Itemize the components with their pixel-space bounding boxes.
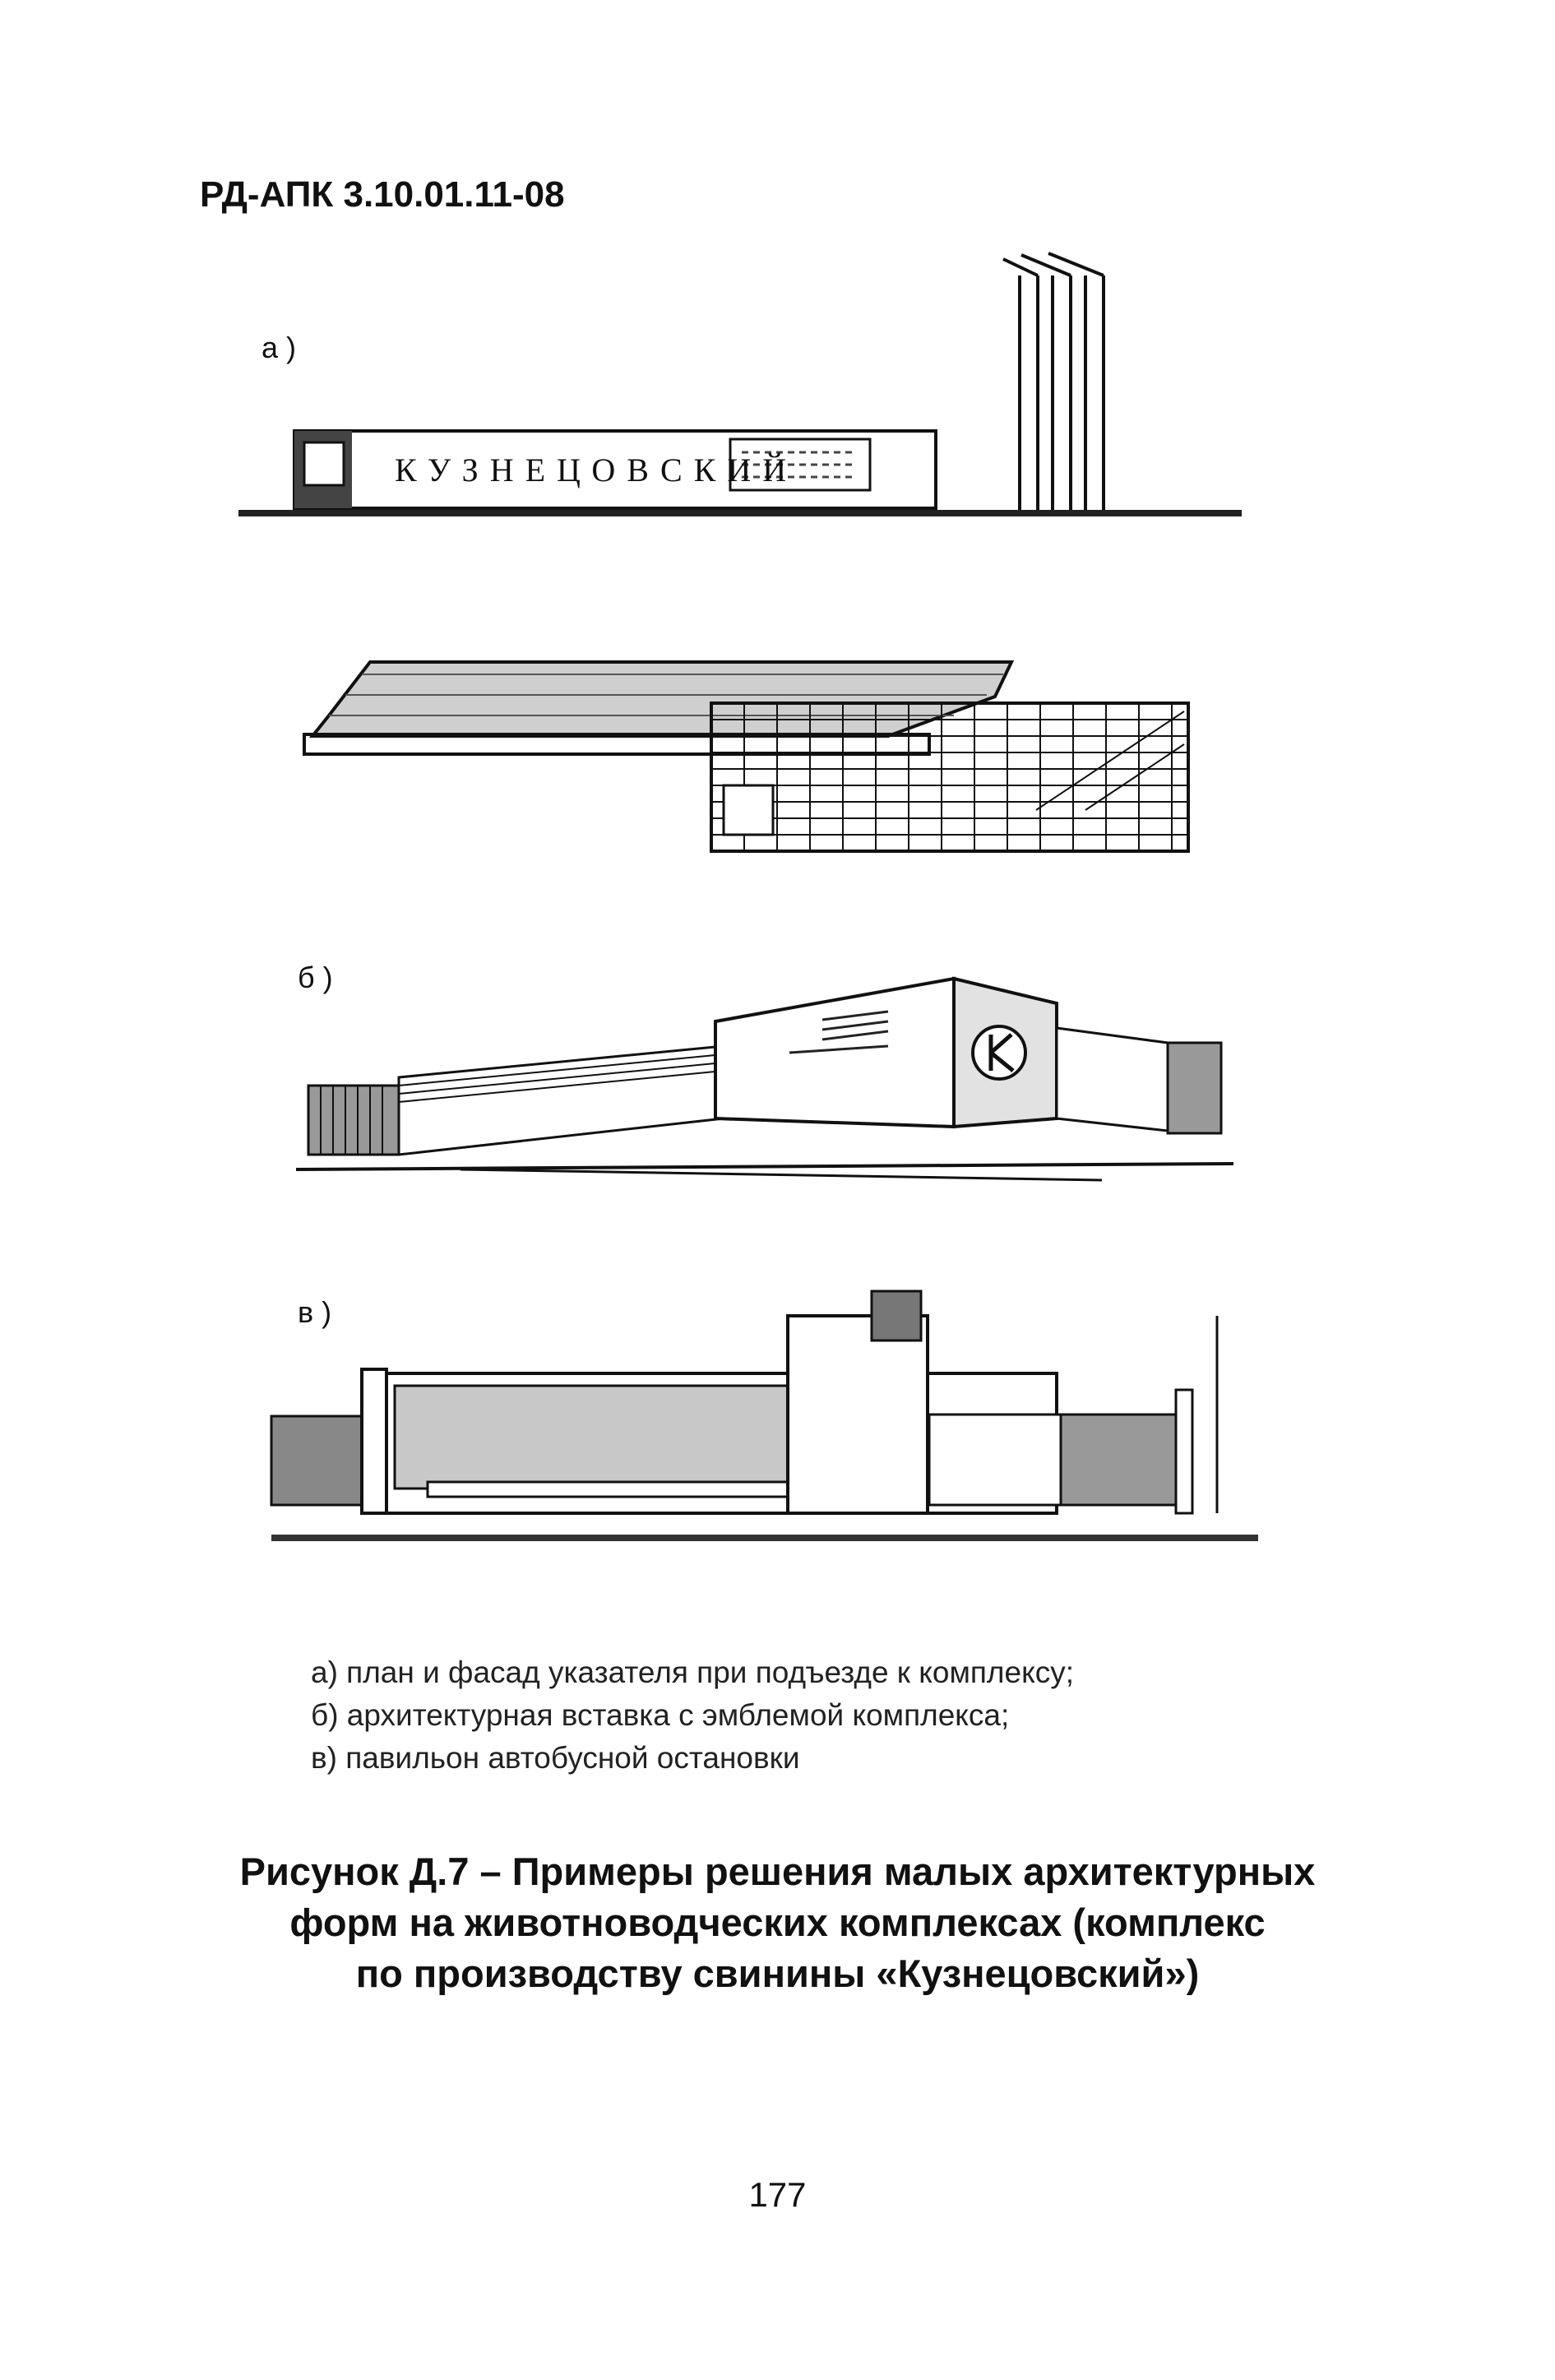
sign-lettering: КУЗНЕЦОВСКИЙ [395,451,798,489]
figure-title: Рисунок Д.7 – Примеры решения малых архи… [164,1846,1391,1999]
figure-caption-list: а) план и фасад указателя при подъезде к… [311,1651,1074,1780]
figure-title-line-1: Рисунок Д.7 – Примеры решения малых архи… [239,1850,1316,1893]
page-number: 177 [748,2175,807,2214]
figure-title-line-3: по производству свинины «Кузнецовский») [355,1952,1200,1995]
figure-v-label: в ) [298,1295,332,1329]
figure-a-plan-drawing [303,660,1190,853]
figure-title-line-2: форм на животноводческих комплексах (ком… [289,1901,1266,1944]
figure-b-label: б ) [298,961,333,994]
figure-b-drawing [295,976,1234,1182]
caption-item-a: а) план и фасад указателя при подъезде к… [311,1655,1074,1689]
document-code: РД-АПК 3.10.01.11-08 [200,174,565,215]
figure-a-label: а ) [261,331,297,364]
caption-item-b: б) архитектурная вставка с эмблемой комп… [311,1698,1010,1732]
figure-a-facade-drawing: КУЗНЕЦОВСКИЙ [238,252,1242,516]
caption-item-v: в) павильон автобусной остановки [311,1741,800,1775]
figure-v-drawing [270,1290,1258,1541]
